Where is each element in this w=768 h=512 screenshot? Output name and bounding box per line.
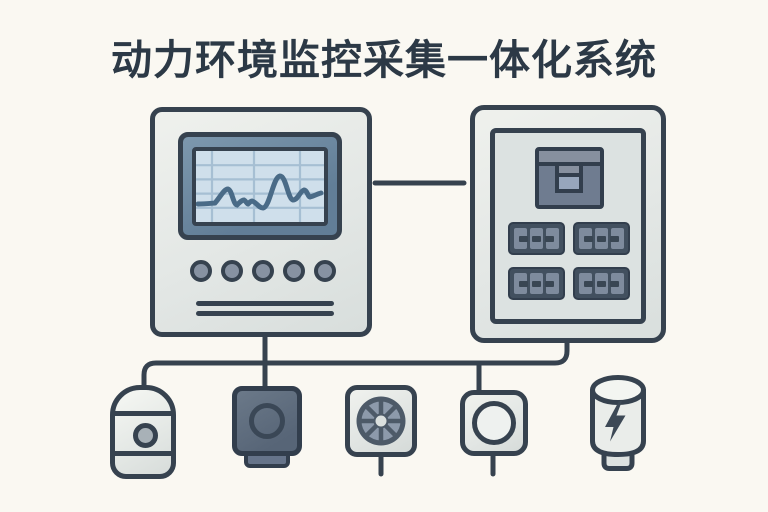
control-button (252, 260, 274, 282)
breaker-module (610, 273, 624, 294)
breaker-group (573, 267, 630, 300)
tank-seam-line (113, 411, 173, 416)
breaker-group (573, 222, 630, 255)
monitor-screen-bezel (178, 132, 342, 240)
breaker-grid (508, 222, 630, 300)
breaker-module (579, 273, 593, 294)
control-button (190, 260, 212, 282)
cabinet-inner-panel (490, 128, 646, 324)
breaker-module (514, 273, 528, 294)
decorative-line (196, 301, 334, 306)
monitoring-terminal (150, 107, 372, 337)
wire-bus (141, 336, 570, 393)
round-sensor (460, 390, 528, 456)
monitor-screen (192, 147, 328, 226)
camera-module (232, 386, 302, 456)
breaker-module (530, 273, 543, 294)
control-button (283, 260, 305, 282)
main-breaker-handle (555, 162, 583, 193)
breaker-module (595, 228, 608, 249)
waveform-chart-icon (196, 151, 324, 222)
breaker-group (508, 222, 565, 255)
sensor-lens-icon (472, 401, 516, 445)
control-button-row (190, 260, 336, 282)
ventilation-fan (345, 385, 417, 457)
camera-lens-icon (249, 403, 285, 439)
breaker-module (530, 228, 543, 249)
control-button (314, 260, 336, 282)
lightning-bolt-icon (605, 401, 626, 442)
control-button (221, 260, 243, 282)
battery-unit (590, 375, 646, 471)
tank-seam-line (113, 451, 173, 456)
tank-gauge-icon (133, 423, 158, 448)
tank-sensor (110, 385, 176, 479)
main-breaker (535, 147, 604, 209)
screen-grid-lines (196, 151, 324, 222)
breaker-module (579, 228, 593, 249)
breaker-group (508, 267, 565, 300)
battery-rim (590, 375, 646, 405)
breaker-module (514, 228, 528, 249)
fan-blades-icon (356, 396, 406, 446)
breaker-module (610, 228, 624, 249)
page-title: 动力环境监控采集一体化系统 (111, 36, 657, 84)
waveform-line (196, 173, 324, 211)
breaker-module (545, 273, 559, 294)
decorative-line (196, 311, 334, 316)
breaker-module (545, 228, 559, 249)
power-distribution-cabinet (470, 105, 666, 343)
breaker-module (595, 273, 608, 294)
